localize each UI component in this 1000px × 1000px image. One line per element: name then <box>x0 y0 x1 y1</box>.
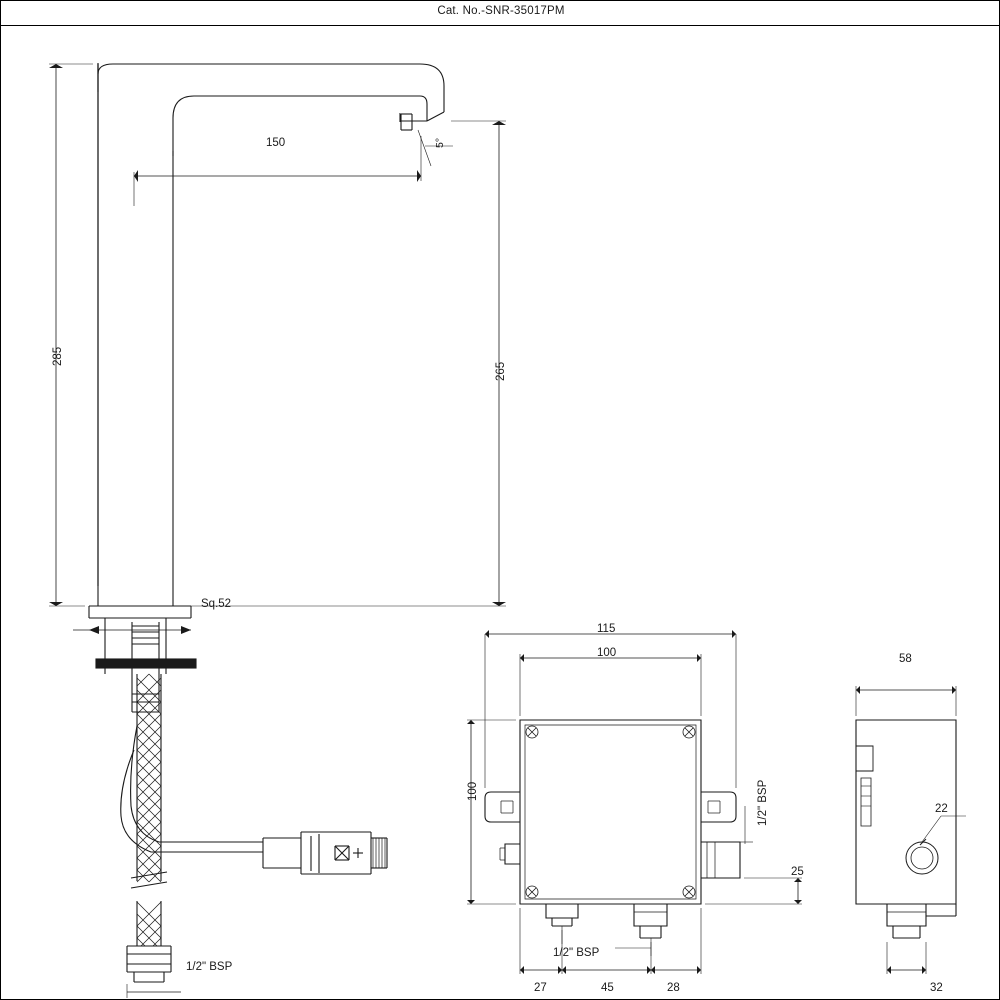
dim-label-outlet-bsp: 1/2" BSP <box>757 779 769 826</box>
dim-115 <box>484 630 737 788</box>
dim-label-bottom-bsp: 1/2" BSP <box>553 947 600 959</box>
dim-58 <box>855 686 957 716</box>
dim-label-150: 150 <box>266 137 286 149</box>
dim-label-100-height: 100 <box>467 781 479 801</box>
title-bar: Cat. No.-SNR-35017PM <box>1 1 1000 26</box>
dim-label-265: 265 <box>495 361 507 381</box>
catalog-number-label: Cat. No.-SNR-35017PM <box>437 5 565 17</box>
dim-label-inlet-bsp: 1/2" BSP <box>186 961 233 973</box>
dim-label-285: 285 <box>52 346 64 366</box>
dim-label-22: 22 <box>935 803 948 815</box>
dim-label-27: 27 <box>534 982 547 994</box>
dim-265 <box>191 120 506 607</box>
dim-outlet-bsp <box>740 806 753 844</box>
dim-100-height <box>467 719 516 905</box>
dim-27-45-28 <box>519 908 702 974</box>
dim-label-sq52: Sq.52 <box>201 598 232 610</box>
drawing-canvas: 285 150 265 5° Sq.52 1/2" BSP 115 100 10… <box>1 26 999 999</box>
dim-label-25: 25 <box>791 866 804 878</box>
dim-label-32: 32 <box>930 982 943 994</box>
dim-32 <box>886 942 927 974</box>
technical-drawing-svg <box>49 63 966 998</box>
dim-150 <box>133 136 422 206</box>
dim-label-5deg: 5° <box>434 137 446 148</box>
dim-label-115: 115 <box>597 623 616 635</box>
dim-100-width <box>519 654 702 716</box>
dim-label-45: 45 <box>601 982 614 994</box>
dim-inlet-bsp <box>126 984 181 998</box>
dim-label-58: 58 <box>899 653 912 665</box>
dim-285 <box>49 63 93 607</box>
control-box-side-view <box>855 686 966 974</box>
dim-label-28: 28 <box>667 982 680 994</box>
dim-label-100-width: 100 <box>597 647 617 659</box>
dim-22 <box>919 815 966 846</box>
control-box-front-view <box>467 630 802 974</box>
dim-25 <box>705 877 802 905</box>
dim-5deg <box>417 129 453 167</box>
dim-sq52 <box>73 626 191 634</box>
faucet-view <box>49 63 506 998</box>
